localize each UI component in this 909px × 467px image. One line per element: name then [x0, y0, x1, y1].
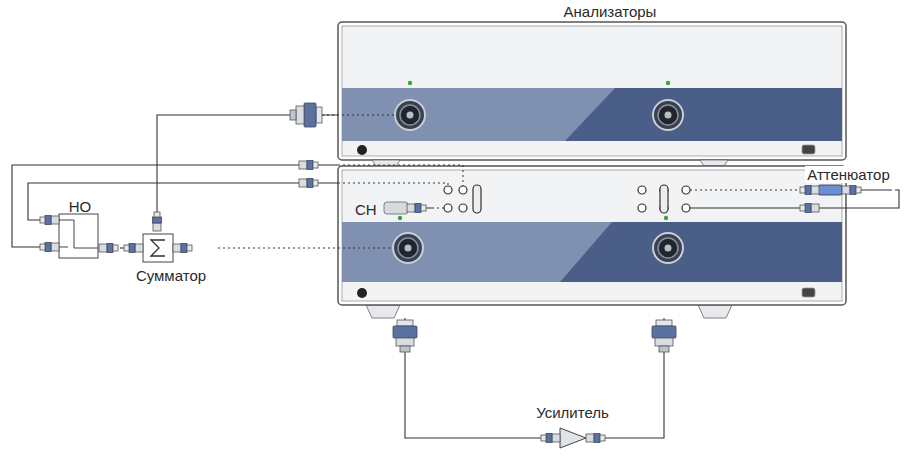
rf-cable	[690, 190, 899, 208]
top-analyzer-part	[802, 145, 815, 154]
cable-connectors-part	[586, 434, 605, 443]
cable-connectors-part	[842, 186, 861, 195]
top-analyzer-part	[342, 26, 842, 156]
bottom-analyzer	[338, 166, 846, 305]
attenuator: Аттенюатор	[802, 165, 895, 198]
bottom-analyzer-part	[653, 233, 683, 263]
matched-load-symbol-part	[384, 202, 408, 214]
rf-cable	[157, 115, 338, 212]
top-analyzer-part	[342, 88, 842, 141]
directional-coupler-symbol	[59, 214, 98, 258]
cable-connectors-part	[299, 161, 318, 170]
attenuator-symbol-part	[818, 185, 842, 195]
dotted-mating-lines-part	[338, 183, 448, 186]
directional-coupler: НО	[40, 198, 120, 262]
attenuator-symbol-part	[861, 190, 892, 191]
panel-ports	[444, 185, 690, 213]
cable-connectors-part	[652, 320, 676, 352]
combiner-symbol-part	[143, 234, 173, 262]
combiner-symbol-part	[151, 240, 165, 256]
rf-cable	[120, 247, 124, 248]
amplifier: Усилитель	[505, 402, 640, 452]
cable-connectors-part	[290, 103, 322, 127]
component-label: Усилитель	[536, 404, 609, 421]
cable-connectors-part	[40, 216, 59, 225]
bottom-analyzer-part	[357, 288, 367, 298]
attenuator-symbol	[818, 185, 892, 195]
combiner-symbol	[143, 234, 173, 262]
component-label: Анализаторы	[564, 3, 657, 20]
amplifier-symbol-part	[560, 428, 586, 448]
bottom-analyzer-part	[802, 288, 815, 297]
analyzer-stack: СН Анализаторы	[338, 0, 846, 318]
cable-connectors-part	[40, 243, 59, 252]
top-analyzer-part	[395, 100, 425, 130]
bottom-analyzer-part	[338, 166, 846, 305]
cable-connectors-part	[407, 204, 426, 213]
amplifier-symbol-part	[505, 438, 640, 439]
cable-connectors-part	[800, 186, 819, 195]
directional-coupler-symbol-part	[59, 214, 98, 258]
directional-coupler-symbol-part	[59, 247, 68, 248]
panel-ports-part	[444, 186, 452, 194]
instrument-feet-part	[698, 305, 732, 318]
panel-ports-part	[660, 185, 668, 213]
rf-cable	[28, 183, 338, 220]
dotted-mating-lines	[322, 115, 463, 248]
bottom-analyzer-part	[342, 170, 842, 301]
dotted-mating-lines-part	[338, 248, 393, 249]
component-label: СН	[355, 201, 377, 218]
matched-load-symbol-part	[426, 208, 432, 209]
bottom-analyzer-part	[342, 222, 612, 282]
bottom-analyzer-part	[393, 233, 423, 263]
top-analyzer-part	[357, 145, 367, 155]
top-analyzer-part	[338, 22, 846, 160]
bottom-analyzer-part	[398, 216, 402, 220]
component-label: НО	[69, 198, 92, 215]
component-label: Аттенюатор	[805, 166, 892, 183]
directional-coupler-symbol-part	[59, 220, 98, 248]
top-analyzer-part	[653, 100, 683, 130]
panel-ports-part	[459, 204, 467, 212]
matched-load-symbol	[384, 202, 432, 214]
panel-ports-part	[638, 186, 646, 194]
matched-load: СН	[352, 199, 432, 219]
cable-connectors	[40, 103, 861, 443]
panel-ports-part	[638, 204, 646, 212]
dotted-mating-lines-part	[338, 165, 463, 186]
cable-connectors-part	[541, 434, 560, 443]
cable-connectors-part	[800, 204, 819, 213]
bottom-analyzer-part	[664, 216, 668, 220]
component-label: Сумматор	[136, 267, 206, 284]
rf-cable	[12, 165, 338, 247]
panel-ports-part	[682, 186, 690, 194]
bottom-analyzer-part	[342, 222, 842, 282]
cable-connectors-part	[153, 212, 162, 231]
top-analyzer-part	[666, 81, 670, 85]
top-analyzer-part	[408, 81, 412, 85]
panel-ports-part	[444, 204, 452, 212]
amplifier-symbol	[505, 428, 640, 448]
panel-ports-part	[682, 204, 690, 212]
cable-connectors-part	[393, 320, 417, 352]
rf-cable	[690, 189, 802, 190]
rf-cable	[432, 207, 444, 208]
cable-connectors-part	[299, 179, 318, 188]
instrument-feet-part	[700, 160, 728, 166]
cable-connectors-part	[124, 244, 143, 253]
instrument-feet-part	[366, 305, 400, 318]
power-combiner: Сумматор	[124, 212, 218, 286]
cable-connectors-part	[173, 244, 192, 253]
cable-connectors-part	[99, 244, 118, 253]
panel-ports-part	[459, 186, 467, 194]
rf-cable	[405, 318, 505, 438]
panel-ports-part	[473, 185, 481, 213]
top-analyzer	[338, 22, 846, 160]
rf-cable	[218, 247, 338, 248]
instrument-feet-part	[372, 160, 400, 166]
